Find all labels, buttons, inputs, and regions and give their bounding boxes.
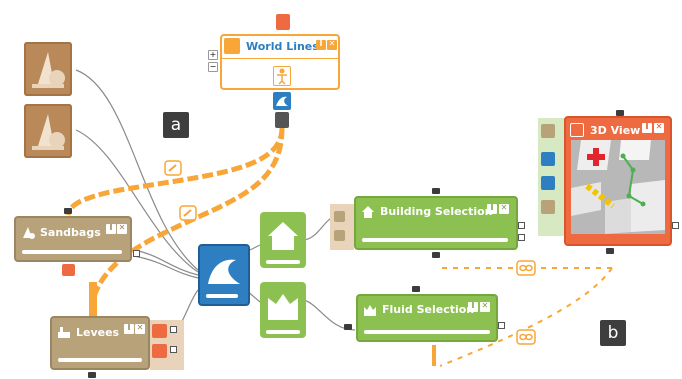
water-wave-node[interactable] [198, 244, 250, 306]
view3d-port[interactable] [672, 222, 679, 229]
resize-icon[interactable]: I [468, 302, 478, 312]
world-lines-node[interactable]: World Lines I ✕ [220, 34, 340, 90]
building-port-1[interactable] [518, 222, 525, 229]
fluid-icon [268, 294, 298, 320]
fluid-node[interactable] [260, 282, 306, 338]
source-mini-tile[interactable] [334, 211, 345, 222]
resize-icon[interactable]: I [642, 123, 652, 133]
plus-button[interactable]: + [208, 50, 218, 60]
source-tile-1[interactable] [24, 42, 72, 96]
view3d-input-stub [616, 110, 624, 116]
building-selection-node[interactable]: Building Selection I ✕ [354, 196, 518, 250]
3d-viewport[interactable] [571, 140, 665, 234]
wrench-icon [164, 160, 182, 176]
levees-port-1[interactable] [170, 326, 177, 333]
world-lines-top-icon[interactable] [276, 14, 290, 30]
sandbags-input-stub [64, 208, 72, 214]
camera-icon [570, 123, 584, 137]
fluid-port[interactable] [498, 322, 505, 329]
building-selection-title: Building Selection [380, 205, 493, 218]
close-icon[interactable]: ✕ [327, 39, 337, 50]
flow-to-sandbags [65, 127, 285, 216]
building-port-2[interactable] [518, 234, 525, 241]
house-node[interactable] [260, 212, 306, 268]
fluid-side-stub [344, 324, 352, 330]
view3d-output-stub [606, 248, 614, 254]
source-tile-2[interactable] [24, 104, 72, 158]
label-a: a [163, 112, 189, 138]
flow-to-levees [90, 127, 285, 301]
resize-icon[interactable]: I [106, 224, 116, 234]
close-icon[interactable]: ✕ [117, 223, 127, 234]
levees-port-2[interactable] [170, 346, 177, 353]
world-lines-title: World Lines [246, 40, 319, 53]
resize-icon[interactable]: I [487, 204, 497, 214]
water-mini-tile[interactable] [541, 176, 555, 190]
levees-output-stub [88, 372, 96, 378]
sandbags-icon [20, 224, 36, 240]
fluid-icon [362, 302, 378, 318]
close-icon[interactable]: ✕ [135, 323, 145, 334]
source-mini-tile[interactable] [541, 200, 555, 214]
sandbags-progress [22, 250, 122, 254]
building-output-stub [432, 252, 440, 258]
view3d-node[interactable]: 3D View I ✕ [564, 116, 672, 246]
sandbags-port[interactable] [133, 250, 140, 257]
close-icon[interactable]: ✕ [480, 301, 490, 312]
figure-icon [273, 66, 291, 86]
close-icon[interactable]: ✕ [654, 122, 664, 133]
camera-icon[interactable] [152, 324, 167, 338]
minus-button[interactable]: − [208, 62, 218, 72]
world-lines-icon [224, 38, 240, 54]
label-b: b [600, 320, 626, 346]
resize-icon[interactable]: I [316, 40, 326, 50]
world-lines-output-port[interactable] [275, 112, 289, 128]
water-wave-icon [273, 92, 291, 110]
house-icon [360, 204, 376, 220]
levees-icon [56, 324, 72, 340]
cone-sphere-icon [32, 52, 65, 88]
sandbags-node[interactable]: Sandbags I ✕ [14, 216, 132, 262]
water-mini-tile[interactable] [541, 152, 555, 166]
view3d-title: 3D View [590, 124, 641, 137]
levees-node[interactable]: Levees I ✕ [50, 316, 150, 370]
building-input-stub [432, 188, 440, 194]
chain-link-icon [516, 329, 536, 345]
fluid-selection-title: Fluid Selection [382, 303, 475, 316]
camera-icon[interactable] [152, 344, 167, 358]
fluid-progress [364, 330, 490, 334]
flow-3d-to-fluid [439, 267, 613, 367]
fluid-input-stub [412, 286, 420, 292]
chain-link-icon [516, 260, 536, 276]
wrench-icon [179, 205, 197, 221]
fluid-selection-node[interactable]: Fluid Selection I ✕ [356, 294, 498, 342]
levees-title: Levees [76, 326, 120, 339]
water-wave-icon [208, 259, 240, 284]
levees-progress [58, 358, 142, 362]
source-mini-tile[interactable] [541, 124, 555, 138]
sandbags-title: Sandbags [40, 226, 101, 239]
building-progress [362, 238, 508, 242]
resize-icon[interactable]: I [124, 324, 134, 334]
cone-sphere-icon [32, 114, 65, 150]
house-icon [268, 222, 298, 250]
source-mini-tile[interactable] [334, 230, 345, 241]
close-icon[interactable]: ✕ [499, 203, 509, 214]
camera-icon[interactable] [62, 264, 75, 276]
